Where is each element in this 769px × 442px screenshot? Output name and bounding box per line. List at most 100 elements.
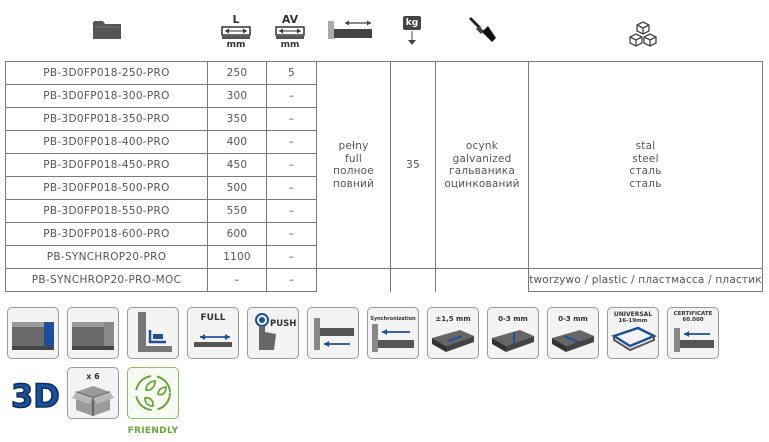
universal-range: 16-19mm <box>618 318 648 324</box>
universal-label: UNIVERSAL <box>613 311 653 318</box>
extension-line: pełny <box>338 140 369 152</box>
finish-line: оцинкований <box>444 177 520 190</box>
weight-label: kg <box>402 16 422 30</box>
material-line: сталь <box>629 165 662 177</box>
length-value: 450 <box>207 153 267 177</box>
certificate-label: CERTIFICATE <box>673 311 713 317</box>
length-value: 250 <box>207 61 267 85</box>
side-adjustment-label: ±1,5 mm <box>435 315 471 323</box>
certificate-cycles: 60.000 <box>682 317 704 323</box>
eco-friendly-label: FRIENDLY <box>127 426 179 436</box>
product-code: PB-SYNCHROP20-PRO-MOC <box>5 268 208 292</box>
depth-adjustment-label: 0-3 mm <box>558 315 588 323</box>
product-code: PB-3D0FP018-500-PRO <box>5 176 208 200</box>
product-code: PB-3D0FP018-600-PRO <box>5 222 208 246</box>
av-value: – <box>266 245 317 269</box>
product-code: PB-SYNCHROP20-PRO <box>5 245 208 269</box>
av-value: – <box>266 107 317 131</box>
av-unit: mm <box>280 40 300 50</box>
material-cubes-icon <box>628 20 658 50</box>
finish-line: galvanized <box>452 152 512 165</box>
material-cell: stal steel сталь сталь <box>528 61 763 269</box>
synchronization-label: Synchronization <box>370 316 416 322</box>
table-row: PB-3D0FP018-600-PRO 600 – <box>5 222 763 246</box>
product-code: PB-3D0FP018-400-PRO <box>5 130 208 154</box>
finish-line: ocynk <box>465 140 499 152</box>
av-value: – <box>266 199 317 223</box>
certificate-icon: CERTIFICATE 60.000 <box>667 307 719 359</box>
pack-quantity: x 6 <box>86 372 100 381</box>
extension-cell: pełny full полное повний <box>316 61 391 269</box>
push-to-open-icon: PUSH <box>247 307 299 359</box>
length-value: 600 <box>207 222 267 246</box>
slide-profile-blue-icon <box>7 307 59 359</box>
push-to-open-label: PUSH <box>270 319 297 329</box>
length-value: – <box>207 268 267 292</box>
length-label: L <box>232 13 240 26</box>
finish-line: гальваника <box>449 165 515 177</box>
product-code: PB-3D0FP018-550-PRO <box>5 199 208 223</box>
av-value: – <box>266 130 317 154</box>
av-value: – <box>266 222 317 246</box>
finish-cell-empty <box>435 268 529 292</box>
table-row: PB-3D0FP018-450-PRO 450 – <box>5 153 763 177</box>
av-value: 5 <box>266 61 317 85</box>
svg-text:3D: 3D <box>11 377 59 415</box>
material-plastic: tworzywo / plastic / пластмасса / пласти… <box>528 268 763 292</box>
av-value: – <box>266 176 317 200</box>
side-adjustment-icon: ±1,5 mm <box>427 307 479 359</box>
cabinet-mounting-icon <box>127 307 179 359</box>
height-adjustment-label: 0-3 mm <box>498 315 528 323</box>
material-line: сталь <box>629 177 662 190</box>
full-extension-icon: FULL <box>187 307 239 359</box>
av-value: – <box>266 84 317 108</box>
length-value: 300 <box>207 84 267 108</box>
length-value: 400 <box>207 130 267 154</box>
table-row: PB-3D0FP018-500-PRO 500 – <box>5 176 763 200</box>
product-code: PB-3D0FP018-300-PRO <box>5 84 208 108</box>
table-row: PB-3D0FP018-300-PRO 300 – <box>5 84 763 108</box>
length-value: 1100 <box>207 245 267 269</box>
soft-close-icon <box>307 307 359 359</box>
av-value: – <box>266 268 317 292</box>
slide-profile-grey-icon <box>67 307 119 359</box>
weight-icon: kg <box>399 14 425 48</box>
length-value: 500 <box>207 176 267 200</box>
table-row: PB-3D0FP018-550-PRO 550 – <box>5 199 763 223</box>
table-row: PB-3D0FP018-250-PRO 250 5 pełny full пол… <box>5 61 763 269</box>
length-value: 550 <box>207 199 267 223</box>
depth-adjustment-icon: 0-3 mm <box>547 307 599 359</box>
height-adjustment-icon: 0-3 mm <box>487 307 539 359</box>
table-row: PB-3D0FP018-400-PRO 400 – <box>5 130 763 154</box>
3d-adjustment-icon: 3D 3D <box>7 367 60 419</box>
load-value: 35 <box>390 61 436 269</box>
finish-cell: ocynk galvanized гальваника оцинкований <box>435 61 529 269</box>
material-line: stal <box>635 140 656 152</box>
extension-line: полное <box>333 165 374 177</box>
specification-table: PB-3D0FP018-250-PRO 250 5 pełny full пол… <box>5 61 763 292</box>
eco-friendly-icon <box>127 367 179 419</box>
extension-line: full <box>345 152 362 165</box>
extension-icon <box>326 16 376 42</box>
full-extension-label: FULL <box>200 313 226 323</box>
extension-cell-empty <box>316 268 391 292</box>
folder-icon <box>90 14 124 44</box>
length-icon: L mm <box>220 10 252 54</box>
product-code: PB-3D0FP018-250-PRO <box>5 61 208 85</box>
av-icon: AV mm <box>274 10 306 54</box>
product-code: PB-3D0FP018-450-PRO <box>5 153 208 177</box>
load-cell-empty <box>390 268 436 292</box>
table-header-icons: L mm AV mm kg <box>0 0 769 60</box>
extension-line: повний <box>332 177 375 190</box>
finish-brush-icon <box>468 12 498 44</box>
av-value: – <box>266 153 317 177</box>
product-code: PB-3D0FP018-350-PRO <box>5 107 208 131</box>
av-label: AV <box>281 13 299 26</box>
material-line: steel <box>632 152 659 165</box>
universal-panel-icon: UNIVERSAL 16-19mm <box>607 307 659 359</box>
length-value: 350 <box>207 107 267 131</box>
table-row: PB-SYNCHROP20-PRO-MOC – – tworzywo / pla… <box>5 268 763 292</box>
synchronization-icon: Synchronization <box>367 307 419 359</box>
length-unit: mm <box>226 40 246 50</box>
packaging-icon: x 6 <box>67 367 119 419</box>
